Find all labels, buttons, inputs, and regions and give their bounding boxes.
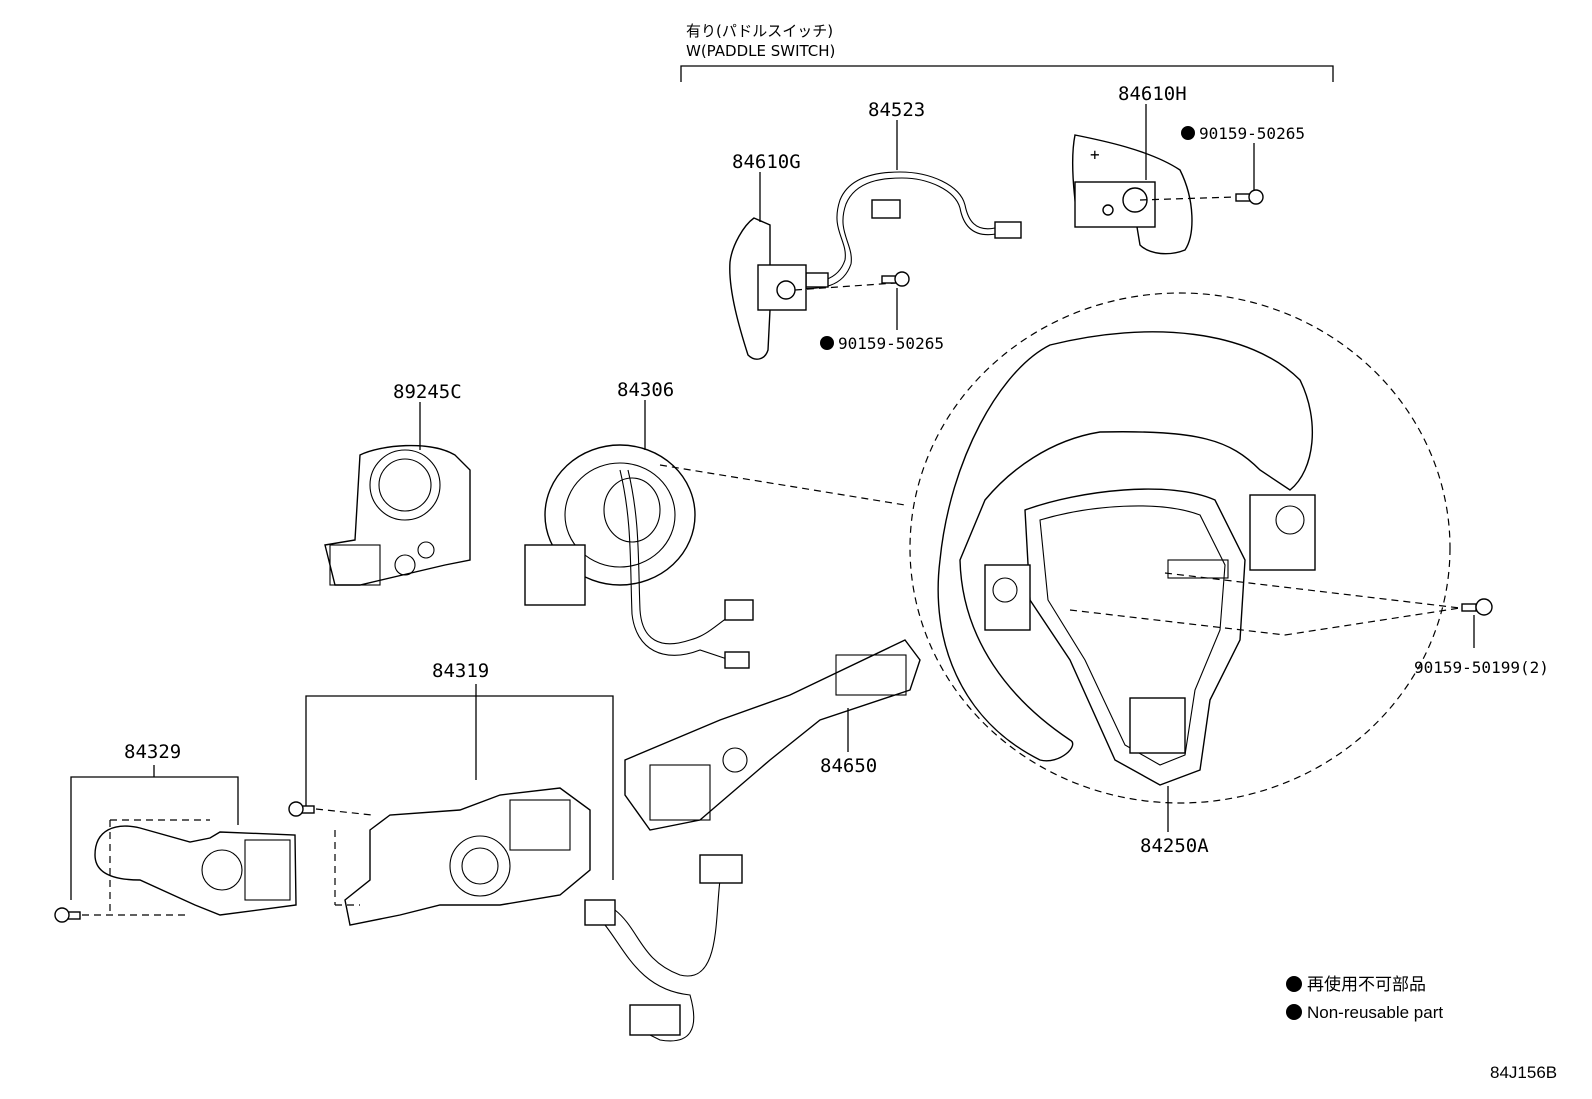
wiper-switch-84650: [624, 639, 921, 831]
spiral-cable-84306: [524, 444, 754, 669]
harness-84523: [777, 171, 1022, 291]
part-bolt-90159-50265-lower: 90159-50265: [838, 334, 944, 353]
part-89245C: 89245C: [393, 381, 462, 403]
legend-jp: 再使用不可部品: [1307, 974, 1426, 994]
non-reusable-bullet-icon: [1286, 976, 1302, 992]
part-84610H: 84610H: [1118, 83, 1187, 105]
part-84650: 84650: [820, 755, 877, 777]
part-84329: 84329: [124, 741, 181, 763]
screw-icon: [54, 907, 81, 923]
legend-en: Non-reusable part: [1307, 1003, 1443, 1022]
paddle-switch-header-en: W(PADDLE SWITCH): [686, 42, 835, 60]
combination-switch-body-84319: [344, 787, 591, 926]
diagram-code: 84J156B: [1490, 1063, 1557, 1082]
part-84306: 84306: [617, 379, 674, 401]
non-reusable-bullet-icon: [1286, 1004, 1302, 1020]
paddle-switch-84610H: +: [1071, 134, 1193, 255]
screw-icon: [1461, 598, 1493, 616]
harness-84319: [584, 854, 743, 1042]
screw-icon: [1235, 189, 1264, 205]
turn-signal-switch-84329: [94, 825, 297, 916]
non-reusable-bullet-icon: [820, 336, 834, 350]
bracket-84319: [305, 695, 614, 880]
svg-text:+: +: [1090, 145, 1100, 164]
non-reusable-bullet-icon: [1181, 126, 1195, 140]
part-bolt-90159-50199: 90159-50199(2): [1414, 658, 1549, 677]
screw-icon: [881, 271, 910, 287]
part-84610G: 84610G: [732, 151, 801, 173]
part-84250A: 84250A: [1140, 835, 1209, 857]
part-bolt-90159-50265-upper: 90159-50265: [1199, 124, 1305, 143]
paddle-group-bracket: [680, 65, 1334, 82]
steering-sensor-89245C: [324, 444, 471, 586]
part-84523: 84523: [868, 99, 925, 121]
screw-icon: [288, 801, 315, 817]
paddle-switch-84610G: [729, 217, 807, 360]
part-84319: 84319: [432, 660, 489, 682]
paddle-switch-header-jp: 有り(パドルスイッチ): [686, 22, 833, 40]
steering-wheel-84250A: [909, 292, 1451, 804]
